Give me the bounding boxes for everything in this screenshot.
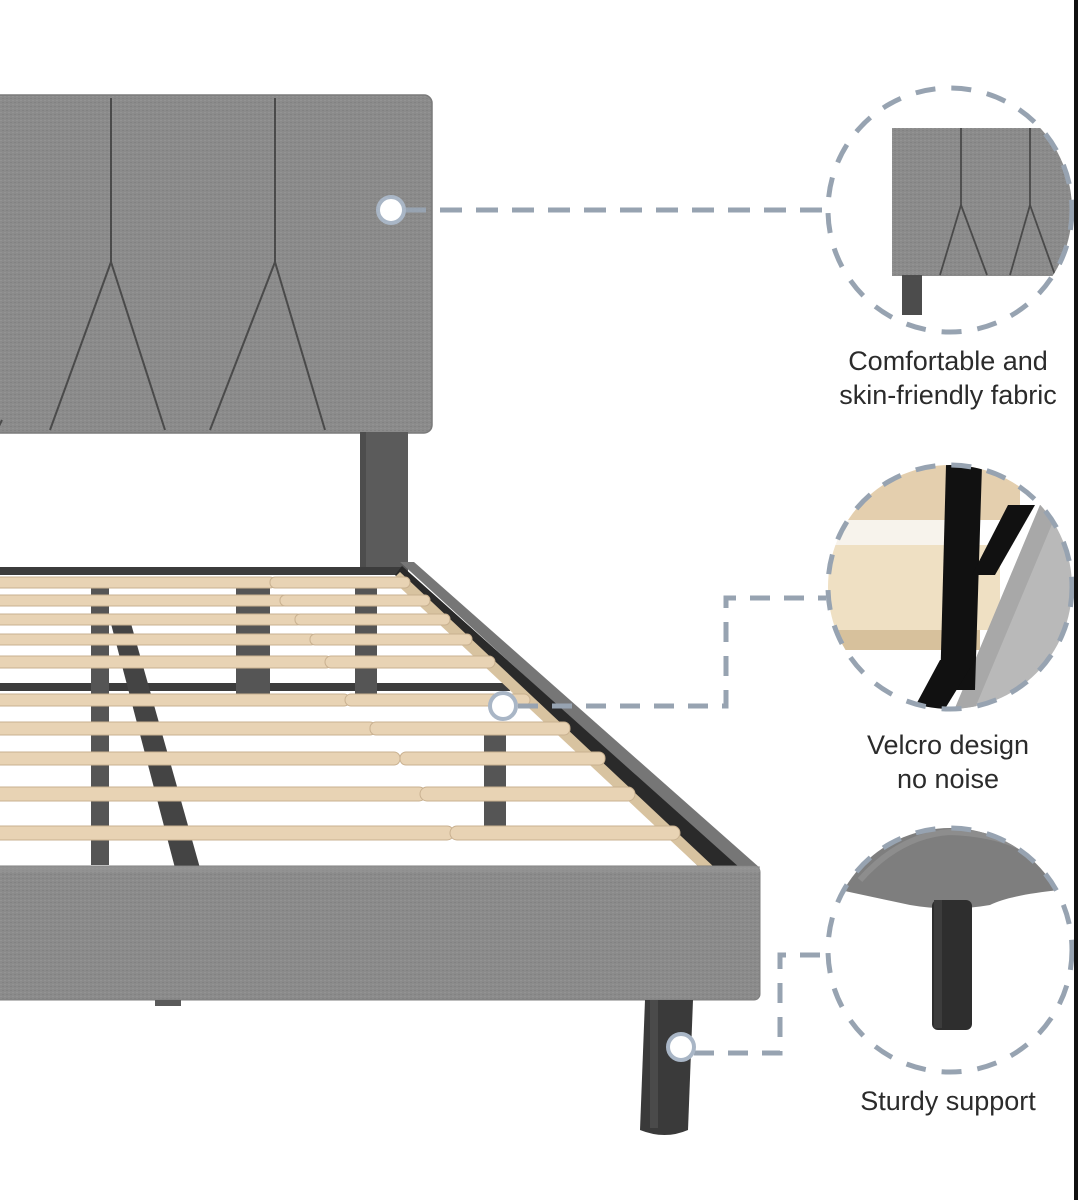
caption-support-line-1: Sturdy support	[860, 1086, 1036, 1116]
zoom-circle	[825, 85, 1075, 335]
zoom-circle	[825, 825, 1075, 1075]
caption-fabric-line-1: Comfortable and	[848, 346, 1048, 376]
bed-frame	[0, 562, 761, 1135]
caption-velcro: Velcro design no noise	[822, 728, 1074, 796]
caption-fabric-line-2: skin-friendly fabric	[839, 380, 1057, 410]
caption-fabric: Comfortable and skin-friendly fabric	[822, 344, 1074, 412]
front-leg	[640, 1000, 693, 1135]
headboard	[0, 94, 433, 572]
caption-velcro-line-1: Velcro design	[866, 730, 1030, 760]
caption-velcro-line-2: no noise	[896, 764, 1000, 794]
image-border	[1074, 0, 1078, 1200]
caption-support: Sturdy support	[822, 1084, 1074, 1118]
callout-support	[666, 825, 1075, 1075]
callout-velcro	[488, 462, 1075, 721]
zoom-circle	[825, 462, 1075, 712]
wood-slats	[0, 576, 681, 841]
callout-fabric	[376, 85, 1075, 335]
